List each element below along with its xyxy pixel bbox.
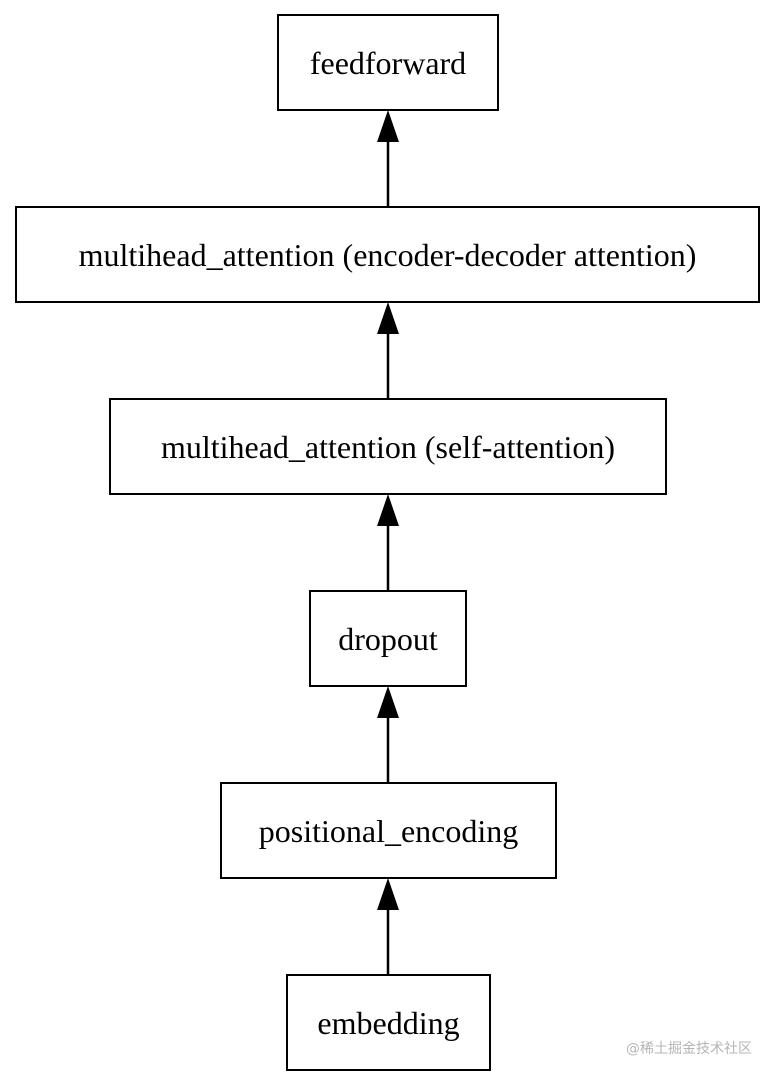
node-multihead-attention-encoder-decoder: multihead_attention (encoder-decoder att…	[15, 206, 760, 303]
edge-mha-self-to-mha-encdec	[377, 302, 399, 398]
watermark: @稀土掘金技术社区	[626, 1041, 752, 1057]
node-label: embedding	[317, 1004, 460, 1041]
edge-dropout-to-mha-self	[377, 494, 399, 590]
node-label: dropout	[338, 620, 438, 657]
node-multihead-attention-self: multihead_attention (self-attention)	[109, 398, 667, 495]
node-feedforward: feedforward	[277, 14, 499, 111]
edge-positional-encoding-to-dropout	[377, 686, 399, 782]
node-label: positional_encoding	[258, 812, 519, 849]
node-label: multihead_attention (encoder-decoder att…	[78, 236, 697, 273]
edge-mha-encdec-to-feedforward	[377, 110, 399, 206]
node-dropout: dropout	[309, 590, 467, 687]
node-embedding: embedding	[286, 974, 491, 1071]
node-label: multihead_attention (self-attention)	[160, 428, 616, 465]
node-label: feedforward	[309, 44, 467, 81]
node-positional-encoding: positional_encoding	[220, 782, 557, 879]
edge-embedding-to-positional-encoding	[377, 878, 399, 974]
